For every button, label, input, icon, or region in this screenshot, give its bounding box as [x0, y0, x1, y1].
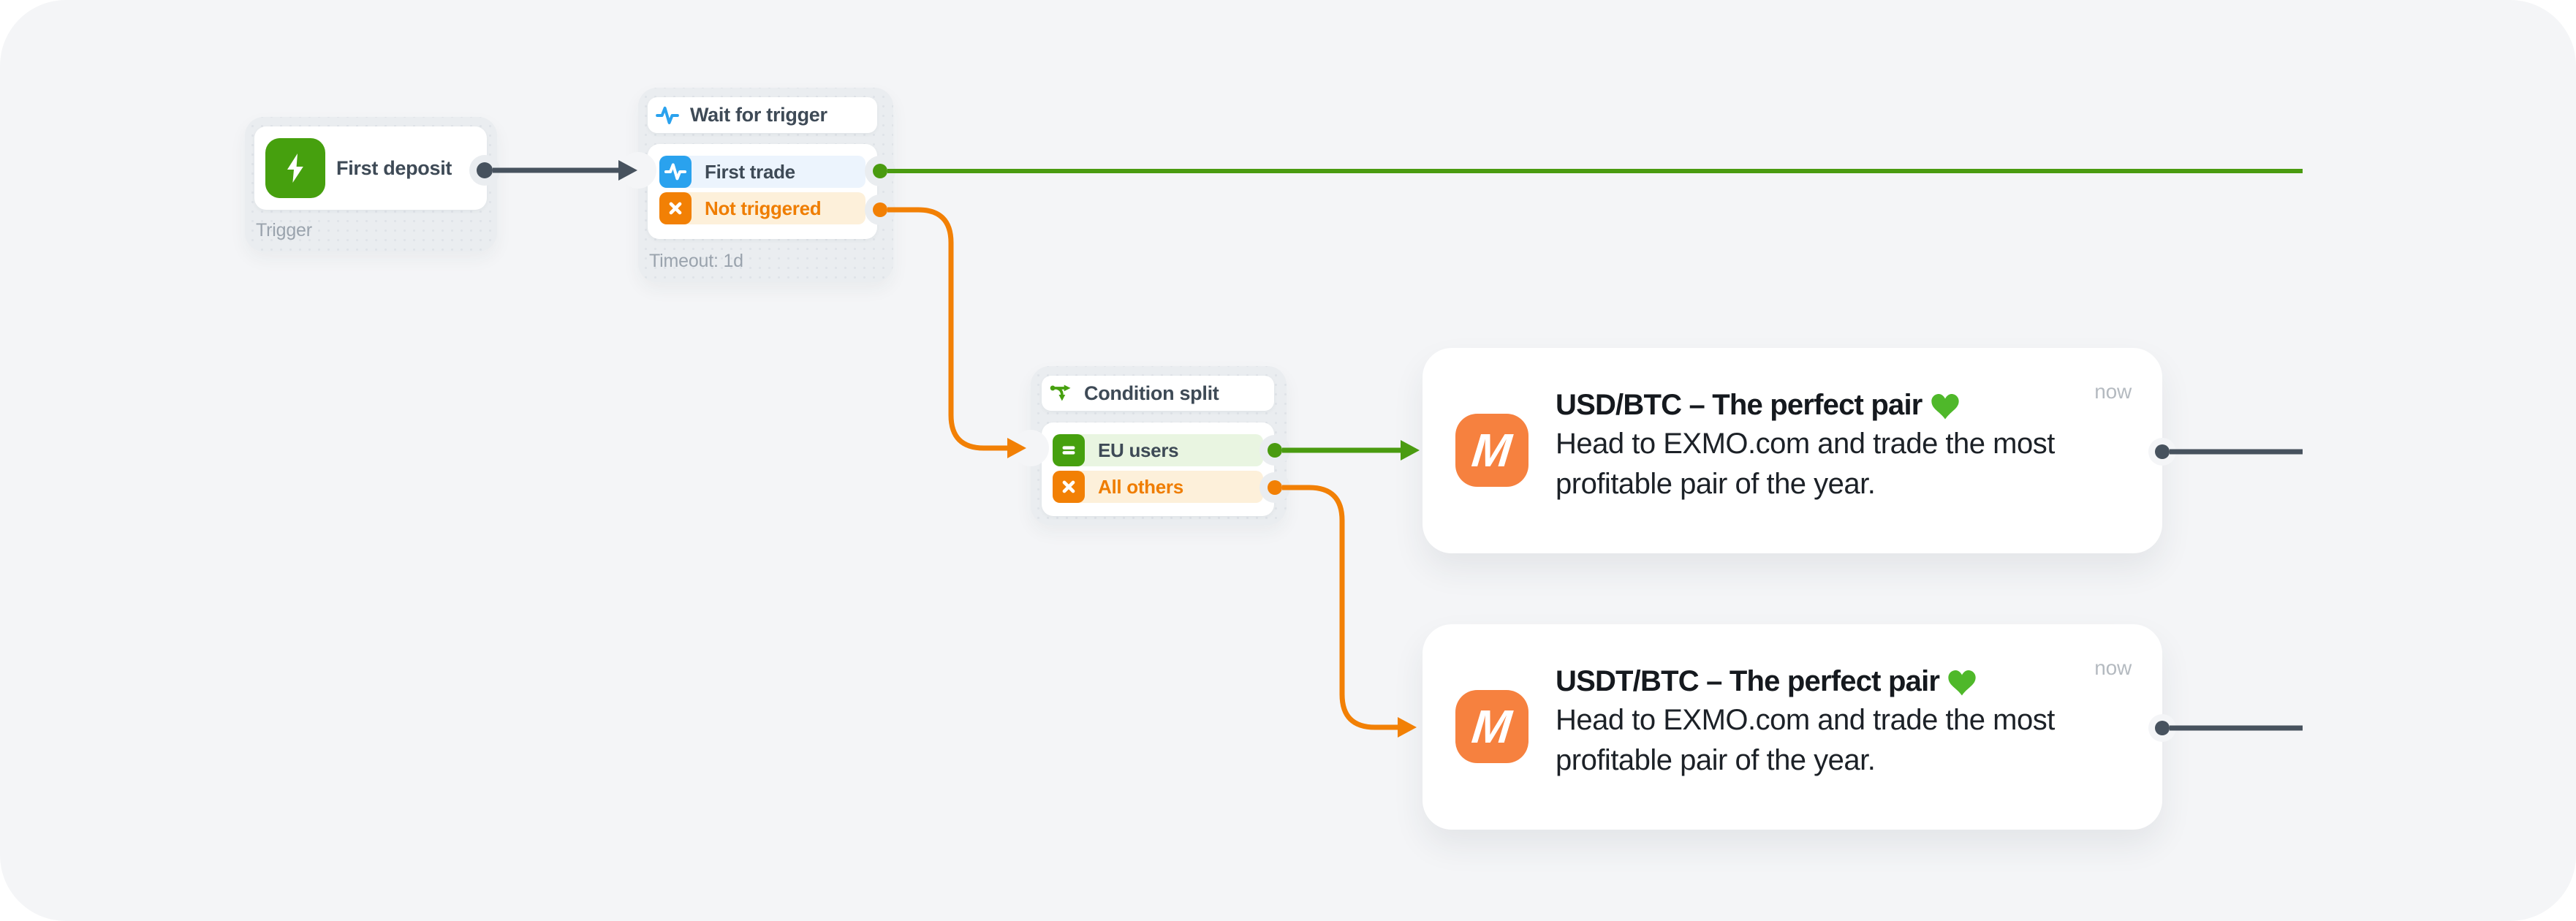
app-logo: M [1455, 690, 1528, 763]
app-logo-letter: M [1469, 424, 1515, 477]
pulse-icon [659, 156, 692, 188]
node-first-deposit-trigger[interactable]: First deposit Trigger [245, 117, 497, 251]
branch-eu-users[interactable]: EU users [1053, 434, 1263, 466]
message-body: Head to EXMO.com and trade the most prof… [1556, 428, 2055, 500]
node-condition-split[interactable]: Condition split EU users All others [1031, 366, 1287, 525]
wait-branches-card: First trade Not triggered [648, 144, 877, 239]
arrowhead [1398, 717, 1417, 738]
push-message-card-usd-btc[interactable]: M USD/BTC – The perfect pair Head to EXM… [1423, 348, 2162, 553]
node-wait-for-trigger[interactable]: Wait for trigger First trade Not trigger… [638, 88, 893, 282]
green-heart-icon [1931, 394, 1959, 420]
pulse-icon [655, 103, 680, 128]
app-logo: M [1455, 414, 1528, 487]
arrowhead [1007, 438, 1026, 458]
split-branches-card: EU users All others [1042, 422, 1274, 516]
message-title: USDT/BTC – The perfect pair [1556, 665, 1976, 698]
wait-node-title: Wait for trigger [690, 104, 827, 126]
wait-node-caption: Timeout: 1d [649, 251, 743, 271]
branch-label: First trade [705, 160, 795, 183]
trigger-inner-card[interactable]: First deposit [254, 126, 487, 210]
branch-label: Not triggered [705, 197, 822, 219]
app-logo-letter: M [1469, 700, 1515, 753]
split-node-header[interactable]: Condition split [1042, 376, 1274, 411]
split-icon [1049, 381, 1074, 406]
equals-icon [1053, 434, 1085, 466]
wire-all-others-to-message [1282, 485, 1398, 730]
wire-not-triggered-to-split [887, 207, 1007, 451]
branch-all-others[interactable]: All others [1053, 471, 1263, 503]
branch-not-triggered[interactable]: Not triggered [659, 192, 865, 224]
branch-first-trade[interactable]: First trade [659, 156, 865, 188]
message-timestamp: now [2094, 380, 2132, 403]
trigger-node-caption: Trigger [256, 220, 312, 240]
arrowhead [1401, 440, 1420, 460]
x-icon [1053, 471, 1085, 503]
trigger-node-label: First deposit [336, 156, 452, 179]
split-node-title: Condition split [1084, 382, 1219, 404]
branch-label: EU users [1098, 439, 1179, 461]
x-icon [659, 192, 692, 224]
push-message-card-usdt-btc[interactable]: M USDT/BTC – The perfect pair Head to EX… [1423, 624, 2162, 830]
green-heart-icon [1948, 670, 1976, 696]
wait-node-header[interactable]: Wait for trigger [648, 97, 877, 133]
message-title: USD/BTC – The perfect pair [1556, 389, 1959, 422]
lightning-icon [265, 138, 325, 198]
arrowhead [618, 160, 637, 181]
message-body: Head to EXMO.com and trade the most prof… [1556, 704, 2055, 776]
branch-label: All others [1098, 475, 1183, 498]
message-timestamp: now [2094, 656, 2132, 679]
